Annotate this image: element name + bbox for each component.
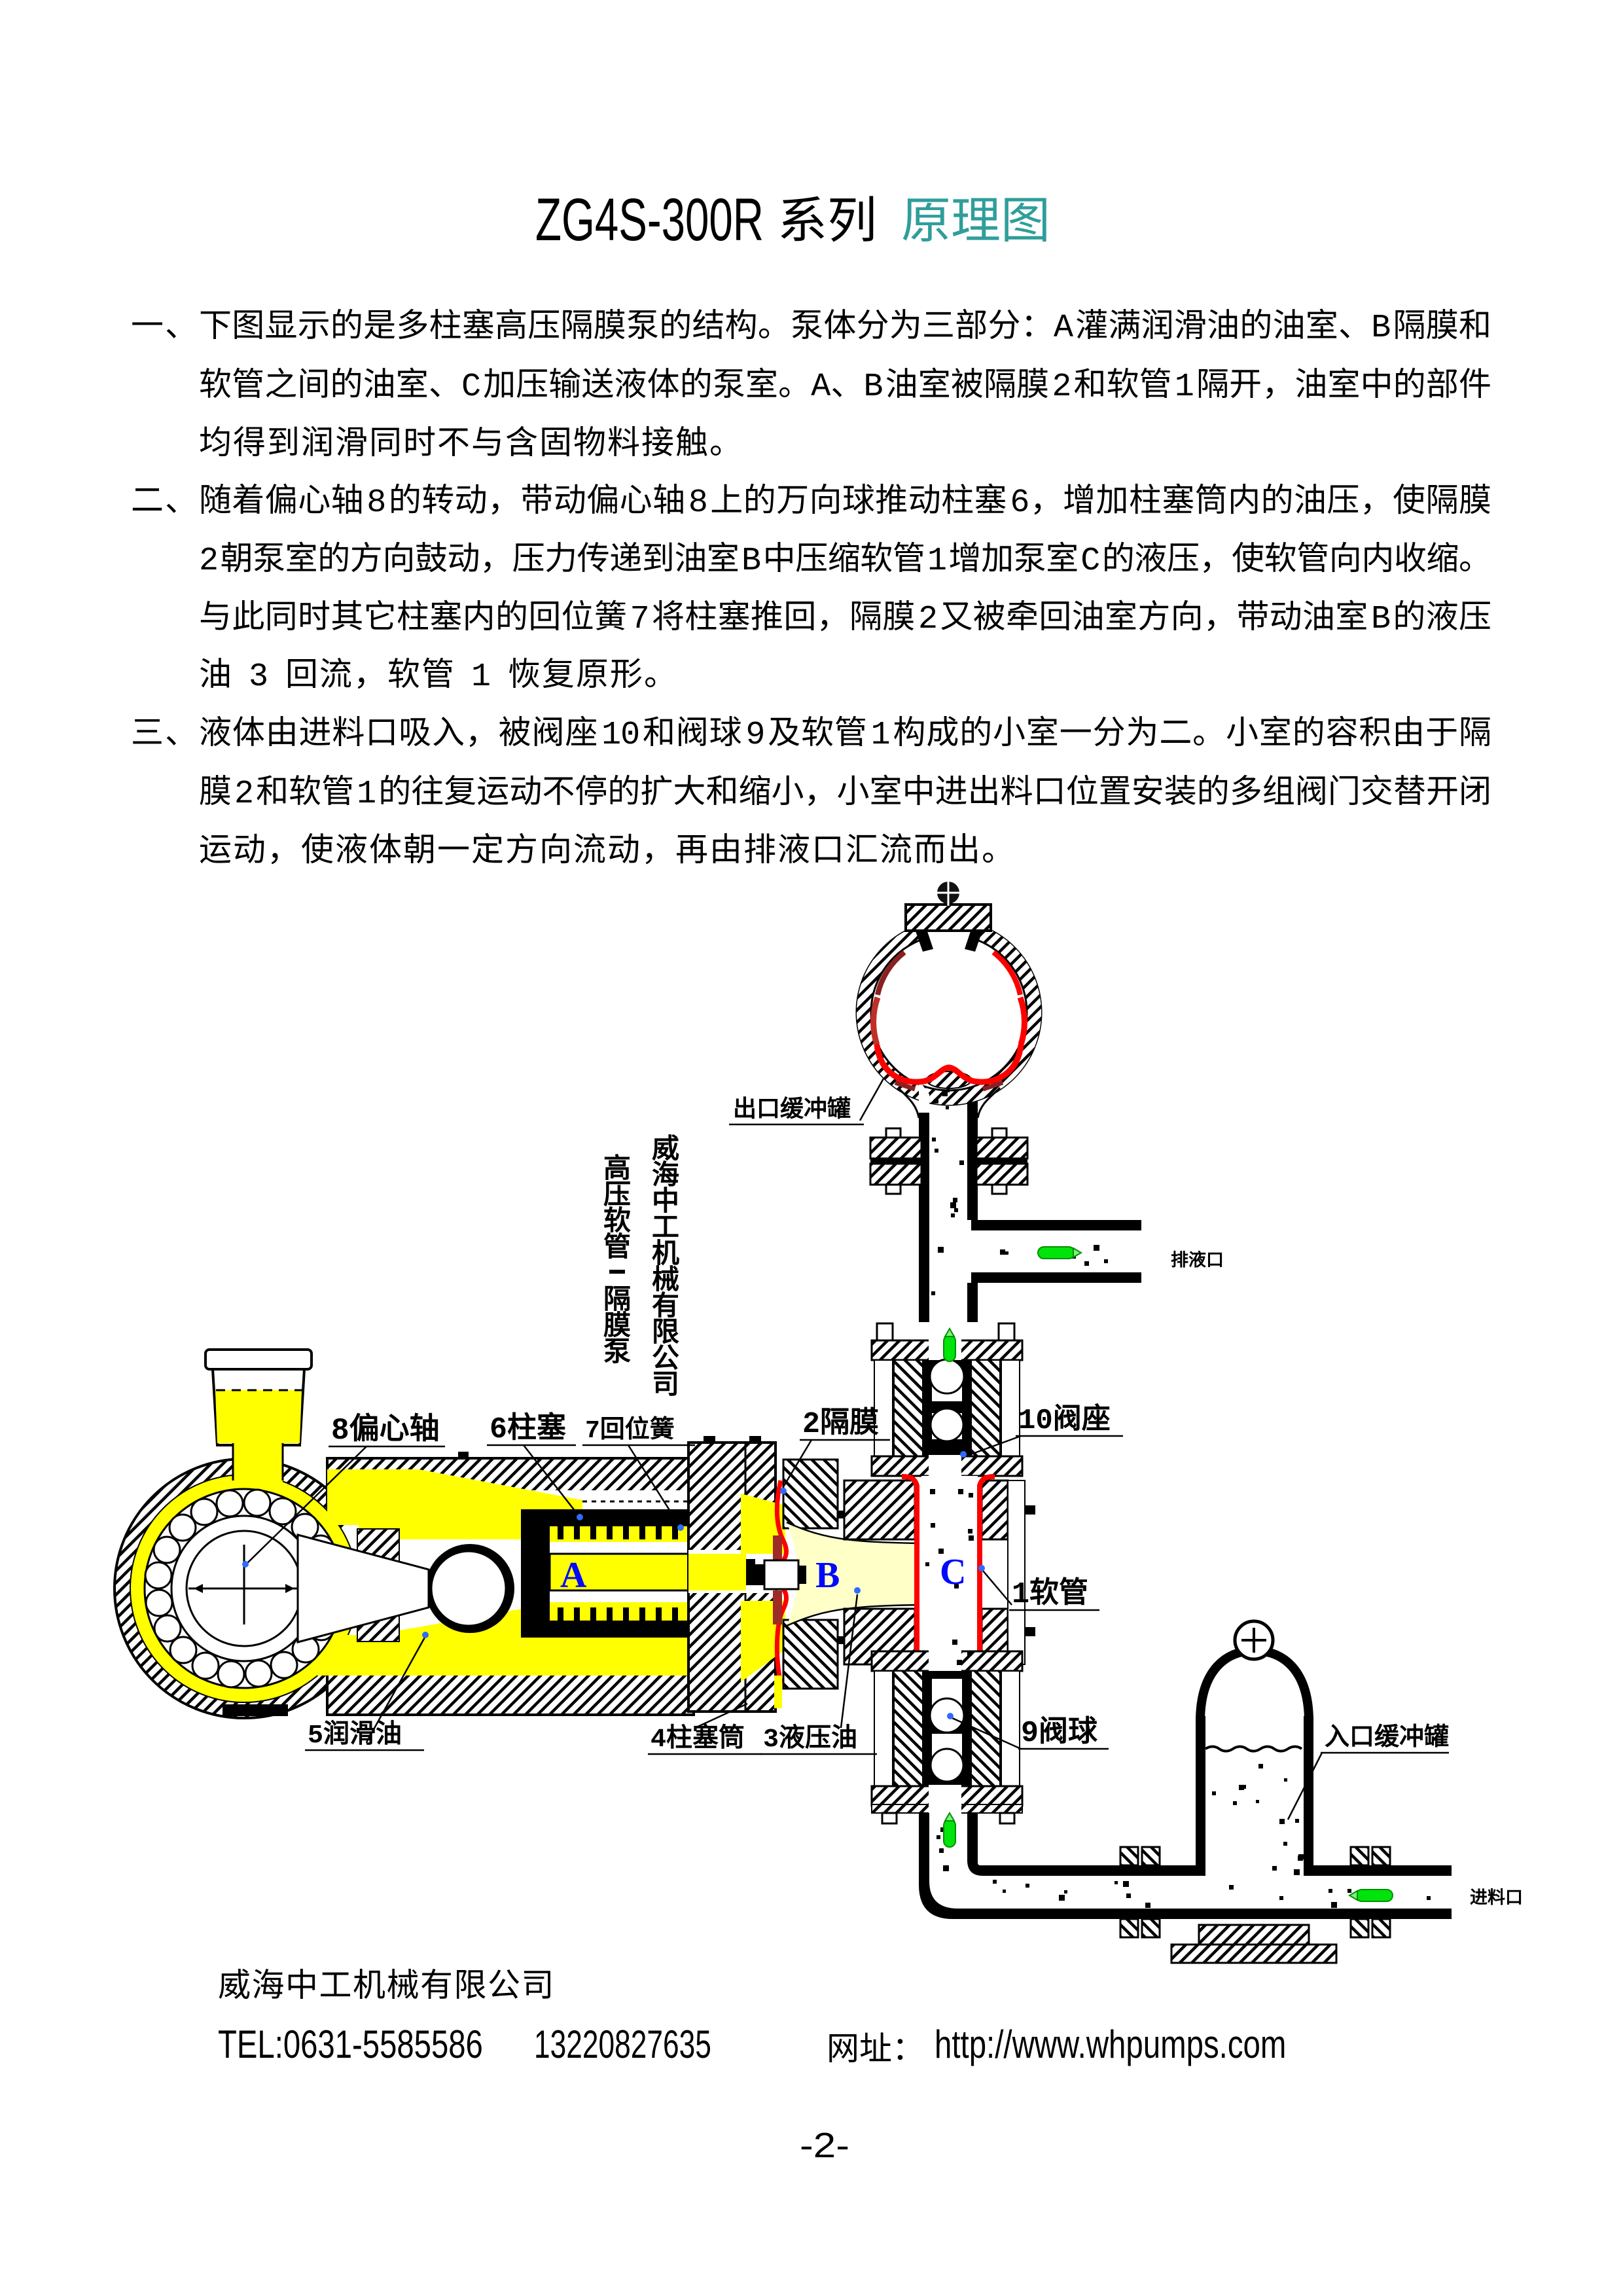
svg-text:2隔膜: 2隔膜 [802,1398,879,1441]
svg-text:1软管: 1软管 [1012,1568,1088,1611]
svg-text:出口缓冲罐: 出口缓冲罐 [733,1090,851,1124]
svg-text:进料口: 进料口 [1470,1883,1523,1909]
svg-text:A: A [560,1555,587,1596]
svg-text:4柱塞筒: 4柱塞筒 [651,1716,745,1754]
svg-text:6柱塞: 6柱塞 [490,1403,566,1446]
svg-text:入口缓冲罐: 入口缓冲罐 [1325,1716,1449,1752]
svg-text:8偏心轴: 8偏心轴 [331,1405,440,1448]
svg-text:10阀座: 10阀座 [1018,1395,1111,1437]
svg-text:B: B [815,1555,840,1596]
svg-text:排液口: 排液口 [1171,1246,1224,1271]
svg-text:9阀球: 9阀球 [1021,1707,1098,1749]
svg-text:5润滑油: 5润滑油 [308,1712,402,1750]
svg-text:7回位簧: 7回位簧 [585,1408,675,1444]
svg-text:3液压油: 3液压油 [763,1716,857,1754]
svg-text:C: C [940,1552,966,1592]
